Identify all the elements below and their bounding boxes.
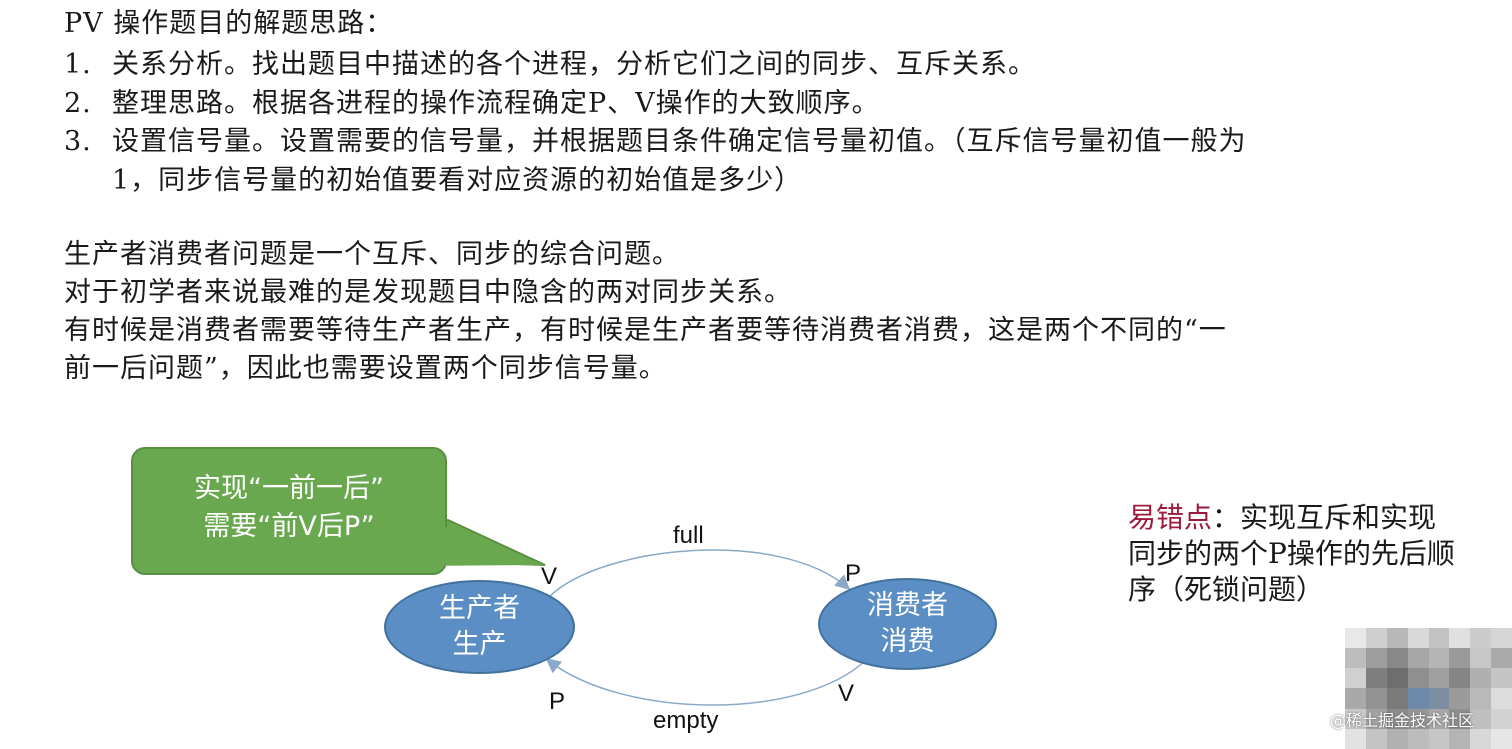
consumer-node: 消费者 消费 xyxy=(818,578,997,670)
consumer-line-1: 消费者 xyxy=(867,590,948,621)
producer-line-2: 生产 xyxy=(452,629,507,660)
producer-line-1: 生产者 xyxy=(439,593,520,624)
consumer-top-op: P xyxy=(845,560,862,587)
watermark: @稀土掘金技术社区 xyxy=(1330,711,1475,730)
intro-title: PV 操作题目的解题思路： xyxy=(64,8,394,39)
producer-top-op: V xyxy=(541,563,558,590)
producer-bottom-op: P xyxy=(549,688,566,715)
callout-line-2: 需要“前V后P” xyxy=(203,511,375,542)
problem-line-3b: 前一后问题”，因此也需要设置两个同步信号量。 xyxy=(64,353,667,384)
error-note-text: ：实现互斥和实现同步的两个P操作的先后顺序（死锁问题） xyxy=(1128,501,1455,606)
step-2: 2. 整理思路。根据各进程的操作流程确定P、V操作的大致顺序。 xyxy=(64,86,880,122)
step-1: 1. 关系分析。找出题目中描述的各个进程，分析它们之间的同步、互斥关系。 xyxy=(64,47,1036,83)
step-3-number: 3. xyxy=(64,126,92,157)
problem-line-3a: 有时候是消费者需要等待生产者生产，有时候是生产者要等待消费者消费，这是两个不同的… xyxy=(64,315,1227,346)
empty-arc xyxy=(545,658,867,706)
step-3-text: 设置信号量。设置需要的信号量，并根据题目条件确定信号量初值。（互斥信号量初值一般… xyxy=(112,126,1247,157)
empty-label: empty xyxy=(653,707,719,734)
callout-bubble xyxy=(131,447,447,575)
step-3-continuation: 1，同步信号量的初始值要看对应资源的初始值是多少） xyxy=(112,165,803,196)
producer-node: 生产者 生产 xyxy=(384,580,575,674)
step-2-text: 整理思路。根据各进程的操作流程确定P、V操作的大致顺序。 xyxy=(112,88,880,119)
consumer-bottom-op: V xyxy=(838,680,855,707)
callout-text: 实现“一前一后” 需要“前V后P” xyxy=(131,470,447,546)
step-1-text: 关系分析。找出题目中描述的各个进程，分析它们之间的同步、互斥关系。 xyxy=(112,49,1036,80)
step-3: 3. 设置信号量。设置需要的信号量，并根据题目条件确定信号量初值。（互斥信号量初值… xyxy=(64,124,1247,160)
mosaic-overlay xyxy=(1345,628,1512,749)
full-label: full xyxy=(673,522,704,549)
problem-line-2: 对于初学者来说最难的是发现题目中隐含的两对同步关系。 xyxy=(64,277,792,308)
step-1-number: 1. xyxy=(64,49,92,80)
full-arc xyxy=(547,549,851,599)
callout-line-1: 实现“一前一后” xyxy=(194,473,384,504)
consumer-line-2: 消费 xyxy=(880,626,935,657)
error-note-highlight: 易错点 xyxy=(1128,501,1213,534)
step-2-number: 2. xyxy=(64,88,92,119)
error-note: 易错点：实现互斥和实现同步的两个P操作的先后顺序（死锁问题） xyxy=(1128,500,1458,608)
problem-line-1: 生产者消费者问题是一个互斥、同步的综合问题。 xyxy=(64,239,680,270)
